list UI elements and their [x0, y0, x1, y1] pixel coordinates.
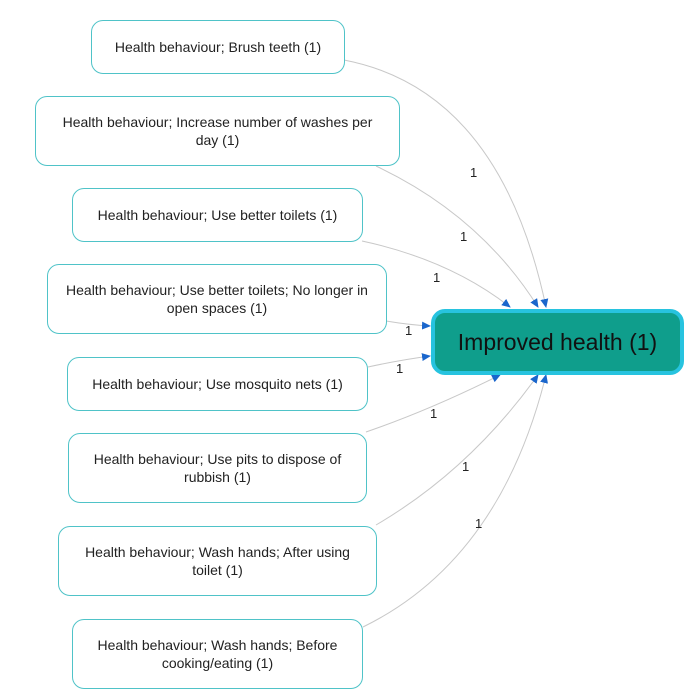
edge-weight-label: 1	[405, 323, 412, 338]
edge-connector	[362, 374, 548, 628]
source-node-wash-hands-after-toilet[interactable]: Health behaviour; Wash hands; After usin…	[58, 526, 377, 596]
edge-weight-label: 1	[460, 229, 467, 244]
source-node-label: Health behaviour; Use better toilets (1)	[97, 207, 338, 223]
source-node-label: Health behaviour; Increase number of was…	[62, 114, 373, 148]
source-node-mosquito-nets[interactable]: Health behaviour; Use mosquito nets (1)	[67, 357, 368, 411]
source-node-wash-hands-before-eating[interactable]: Health behaviour; Wash hands; Before coo…	[72, 619, 363, 689]
edge-weight-label: 1	[396, 361, 403, 376]
edge-weight-label: 1	[430, 406, 437, 421]
edge-connector	[375, 165, 539, 308]
source-node-label: Health behaviour; Use better toilets; No…	[66, 282, 368, 316]
edge-connector	[367, 353, 431, 368]
target-node-label: Improved health (1)	[457, 328, 658, 355]
source-node-label: Health behaviour; Wash hands; Before coo…	[97, 637, 338, 671]
edge-weight-label: 1	[433, 270, 440, 285]
source-node-label: Health behaviour; Wash hands; After usin…	[85, 544, 350, 578]
source-node-brush-teeth[interactable]: Health behaviour; Brush teeth (1)	[91, 20, 345, 74]
target-node-improved-health[interactable]: Improved health (1)	[431, 309, 684, 375]
edge-connector	[365, 374, 501, 433]
source-node-label: Health behaviour; Use mosquito nets (1)	[92, 376, 343, 392]
source-node-label: Health behaviour; Brush teeth (1)	[114, 39, 322, 55]
edge-connector	[343, 59, 549, 308]
source-node-label: Health behaviour; Use pits to dispose of…	[93, 451, 342, 485]
source-node-better-toilets-open-spaces[interactable]: Health behaviour; Use better toilets; No…	[47, 264, 387, 334]
edge-weight-label: 1	[470, 165, 477, 180]
source-node-better-toilets[interactable]: Health behaviour; Use better toilets (1)	[72, 188, 363, 242]
edge-connector	[361, 240, 511, 308]
edge-weight-label: 1	[475, 516, 482, 531]
source-node-increase-washes[interactable]: Health behaviour; Increase number of was…	[35, 96, 400, 166]
edge-weight-label: 1	[462, 459, 469, 474]
source-node-pits-rubbish[interactable]: Health behaviour; Use pits to dispose of…	[68, 433, 367, 503]
edge-connector	[375, 374, 539, 526]
edge-connector	[385, 320, 431, 330]
